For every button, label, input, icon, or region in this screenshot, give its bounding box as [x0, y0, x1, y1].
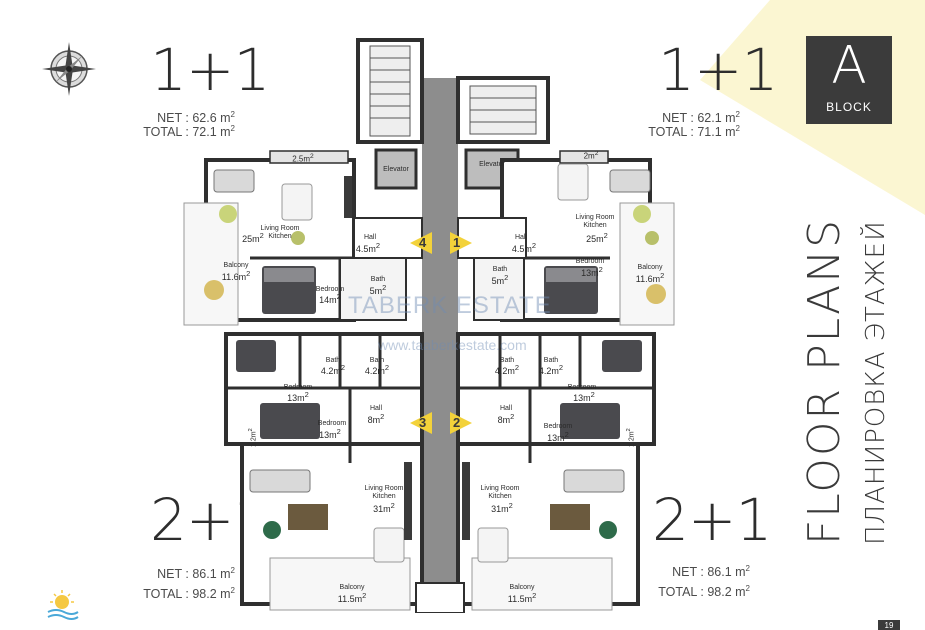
bl-bath2-label: Bath — [369, 357, 385, 364]
apartment-type-top-right: 1+1 — [658, 36, 778, 104]
bl-bedroom2-label: Bedroom — [317, 420, 347, 427]
tr-bath-area: 5m2 — [491, 273, 509, 286]
bl-bath1-label: Bath — [325, 357, 341, 364]
tr-balcony-area: 11.6m2 — [635, 271, 665, 284]
compass-icon — [42, 42, 96, 96]
tr-hall-area: 4.5m2 — [511, 241, 537, 254]
tl-balcony-top-area: 2.5m2 — [292, 153, 314, 164]
net-area-top-left: NET : 62.6 m2 — [157, 110, 235, 126]
tr-living-area: 25m2 — [586, 231, 608, 244]
unit-badge-4-label: 4 — [419, 235, 427, 250]
sun-logo-icon — [47, 590, 79, 620]
bl-side-area: 1.2m2 — [248, 428, 258, 448]
br-bath1-label: Bath — [499, 357, 515, 364]
br-hall-label: Hall — [499, 405, 513, 412]
br-living-area: 31m2 — [491, 501, 513, 514]
tr-bath-label: Bath — [492, 266, 508, 273]
tr-balcony-top-area: 2m2 — [583, 150, 599, 161]
br-bath2-label: Bath — [543, 357, 559, 364]
unit-badge-1-label: 1 — [453, 235, 461, 250]
tr-bedroom-label: Bedroom — [575, 258, 605, 265]
tl-living-label: Living Room Kitchen — [260, 225, 300, 240]
br-balcony-label: Balcony — [509, 584, 535, 591]
tr-balcony-label: Balcony — [637, 264, 663, 271]
page-number: 19 — [878, 620, 900, 630]
unit-badge-1 — [450, 232, 472, 254]
br-hall-area: 8m2 — [497, 412, 515, 425]
br-bedroom1-label: Bedroom — [567, 384, 597, 391]
br-balcony-area: 11.5m2 — [507, 591, 537, 604]
br-bath2-area: 4.2m2 — [538, 363, 564, 376]
elevator-label-right: Elevator — [479, 161, 505, 168]
tr-bedroom-area: 13m2 — [581, 265, 603, 278]
bl-bedroom1-label: Bedroom — [283, 384, 313, 391]
br-bath1-area: 4.2m2 — [494, 363, 520, 376]
unit-badge-4 — [410, 232, 432, 254]
floor-plan — [183, 38, 675, 613]
net-area-bottom-right: NET : 86.1 m2 — [672, 564, 750, 580]
watermark-brand: TABERK ESTATE — [348, 292, 552, 319]
bl-balcony-area: 11.5m2 — [337, 591, 367, 604]
bl-hall-label: Hall — [369, 405, 383, 412]
br-living-label: Living Room Kitchen — [480, 485, 520, 500]
unit-badge-2 — [450, 412, 472, 434]
title-english: FLOOR PLANS — [799, 217, 850, 545]
title-russian: ПЛАНИРОВКА ЭТАЖЕЙ — [861, 220, 891, 545]
block-badge: A BLOCK — [806, 36, 892, 124]
tl-living-area: 25m2 — [242, 231, 264, 244]
tl-bath-label: Bath — [370, 276, 386, 283]
tl-hall-label: Hall — [363, 234, 377, 241]
watermark-url: www.taaberkestate.com — [378, 337, 527, 353]
bl-hall-area: 8m2 — [367, 412, 385, 425]
tr-hall-label: Hall — [514, 234, 528, 241]
bl-bedroom2-area: 13m2 — [319, 427, 341, 440]
tr-living-label: Living Room Kitchen — [575, 214, 615, 229]
bl-living-area: 31m2 — [373, 501, 395, 514]
total-area-bottom-left: TOTAL : 98.2 m2 — [143, 586, 235, 602]
net-area-bottom-left: NET : 86.1 m2 — [157, 566, 235, 582]
bl-bath1-area: 4.2m2 — [320, 363, 346, 376]
bl-living-label: Living Room Kitchen — [364, 485, 404, 500]
total-area-top-right: TOTAL : 71.1 m2 — [648, 124, 740, 140]
tl-balcony-label: Balcony — [223, 262, 249, 269]
tl-balcony-area: 11.6m2 — [221, 269, 251, 282]
tl-bedroom-area: 14m2 — [319, 292, 341, 305]
bl-balcony-label: Balcony — [339, 584, 365, 591]
bl-bedroom1-area: 13m2 — [287, 390, 309, 403]
tl-hall-area: 4.5m2 — [355, 241, 381, 254]
elevator-label-left: Elevator — [383, 166, 409, 173]
unit-badge-3 — [410, 412, 432, 434]
tl-bath-area: 5m2 — [369, 283, 387, 296]
br-bedroom2-area: 13m2 — [547, 430, 569, 443]
unit-badge-3-label: 3 — [419, 415, 427, 430]
br-bedroom2-label: Bedroom — [543, 423, 573, 430]
block-label: BLOCK — [826, 100, 872, 114]
unit-badge-2-label: 2 — [453, 415, 461, 430]
net-area-top-right: NET : 62.1 m2 — [662, 110, 740, 126]
br-side-area: 1.2m2 — [626, 428, 636, 448]
total-area-top-left: TOTAL : 72.1 m2 — [143, 124, 235, 140]
bl-bath2-area: 4.2m2 — [364, 363, 390, 376]
br-bedroom1-area: 13m2 — [573, 390, 595, 403]
apartment-type-bottom-right: 2+1 — [652, 486, 772, 554]
total-area-bottom-right: TOTAL : 98.2 m2 — [658, 584, 750, 600]
block-letter: A — [831, 36, 867, 96]
tl-bedroom-label: Bedroom — [315, 286, 345, 293]
apartment-type-top-left: 1+1 — [150, 36, 270, 104]
